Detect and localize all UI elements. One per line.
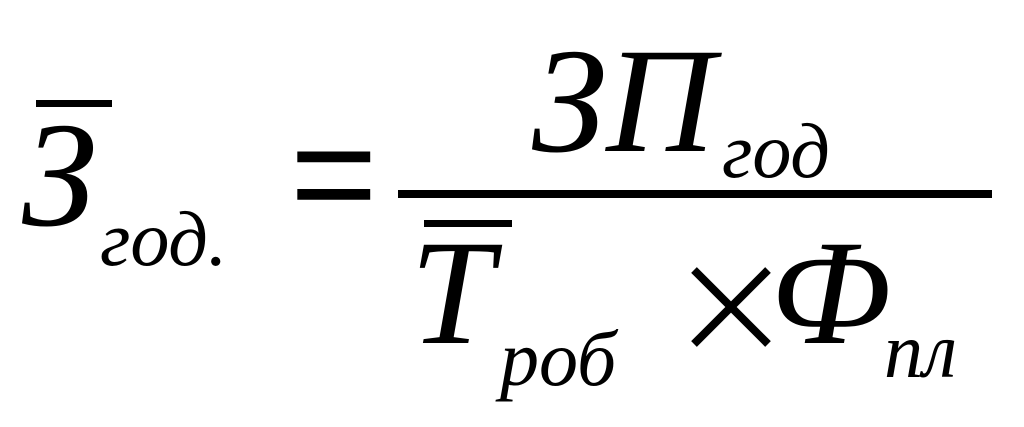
denominator-term2-subscript: пл [884,307,958,394]
equals-sign: = [290,89,378,257]
multiply-icon [691,267,771,347]
denominator-term1-overline [424,220,512,227]
lhs-symbol: З [22,92,97,258]
numerator-subscript: год [722,107,830,194]
denominator-term1-subscript: роб [500,315,617,402]
denominator-term2-symbol: Ф [770,210,891,376]
denominator-term1-symbol: Т [410,210,494,376]
fraction-line [398,190,992,198]
lhs-subscript: год. [100,195,228,282]
numerator-symbol: ЗП [532,18,715,184]
lhs-overline [36,100,112,107]
